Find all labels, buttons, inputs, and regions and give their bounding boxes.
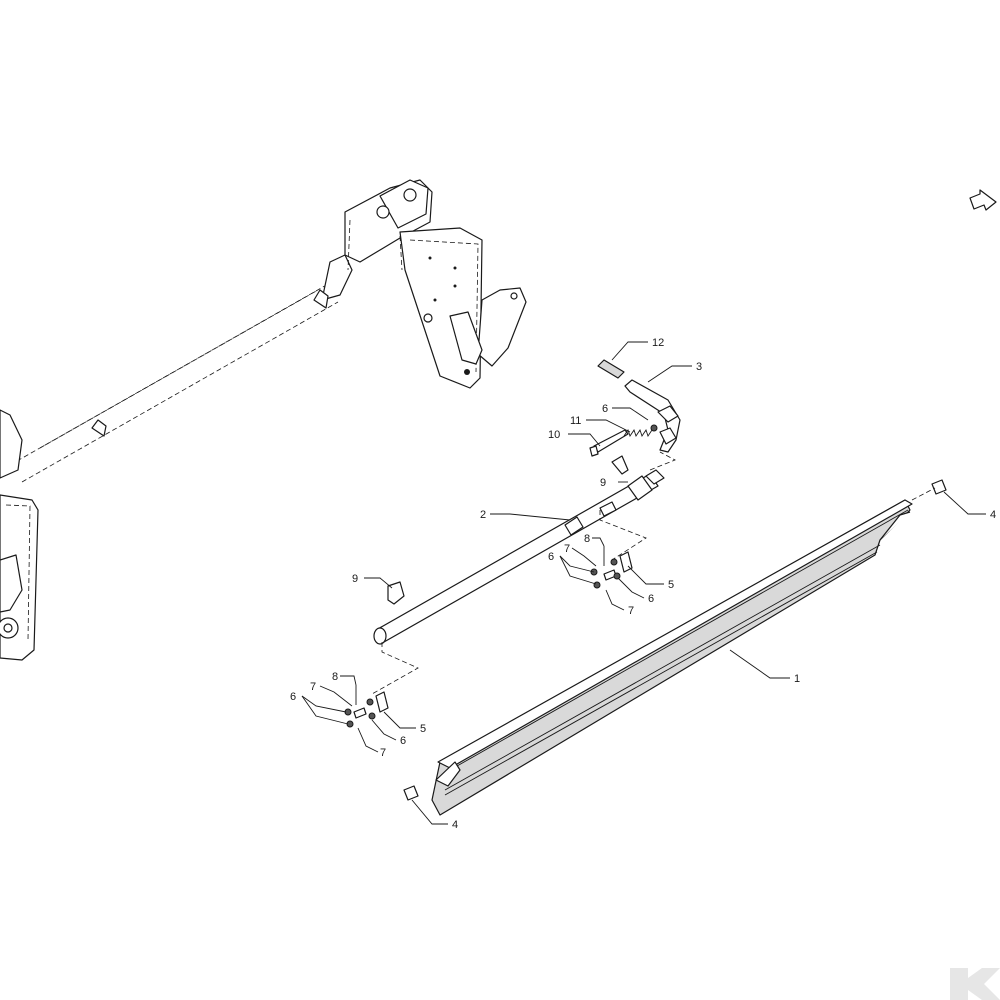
part-9-clip-lower: [387, 581, 405, 605]
main-frame-assembly: [0, 179, 527, 661]
callout-4: 4: [452, 819, 458, 831]
callout-12: 12: [652, 337, 664, 349]
part-11-spring: [623, 424, 658, 438]
callout-2: 2: [480, 509, 486, 521]
callout-8: 8: [332, 671, 338, 683]
hardware-group-lower: [344, 685, 389, 728]
callout-6: 6: [648, 593, 654, 605]
callout-7: 7: [628, 605, 634, 617]
callout-6: 6: [400, 735, 406, 747]
callout-4: 4: [990, 509, 996, 521]
callout-6: 6: [290, 691, 296, 703]
assembly-lines: [371, 451, 936, 695]
callout-1: 1: [794, 673, 800, 685]
callout-8: 8: [584, 533, 590, 545]
callout-9: 9: [600, 477, 606, 489]
callout-7: 7: [310, 681, 316, 693]
hardware-group-upper: [590, 546, 633, 589]
brand-logo-icon: [950, 968, 1000, 1000]
callout-7: 7: [564, 543, 570, 555]
callout-5: 5: [420, 723, 426, 735]
part-4-end-cap-right: [931, 479, 947, 495]
callout-7: 7: [380, 747, 386, 759]
part-10-pin: [589, 429, 629, 457]
callout-9: 9: [352, 573, 358, 585]
leader-lines: [301, 341, 986, 825]
part-4-end-cap-left: [403, 785, 419, 801]
direction-arrow-icon: [969, 189, 997, 211]
part-2-shaft: [373, 469, 665, 645]
callout-10: 10: [548, 429, 560, 441]
callout-3: 3: [696, 361, 702, 373]
callout-5: 5: [668, 579, 674, 591]
part-1-guard-rail: [431, 499, 913, 816]
callout-6: 6: [548, 551, 554, 563]
callout-6: 6: [602, 403, 608, 415]
callout-11: 11: [570, 415, 581, 427]
part-9-clip-upper: [611, 455, 629, 475]
part-12-grip: [597, 359, 625, 379]
callout-labels: 12 3 6 11 10 9 2 4 8 7 6 5 6 7 9 1 8 7 6…: [290, 337, 996, 831]
part-3-handle: [624, 379, 681, 453]
